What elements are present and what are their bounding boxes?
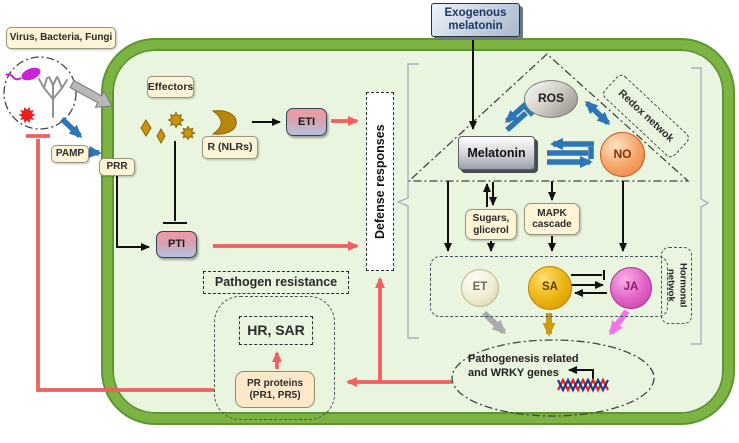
melatonin-box: Melatonin [458,136,535,170]
virus-icon [18,106,36,124]
exogenous-melatonin-box: Exogenous melatonin [431,3,520,37]
no-node: NO [600,132,645,177]
pathogen-resistance-group [214,296,335,420]
pathogen-circle-outline [3,56,77,130]
mapk-cascade-box: MAPK cascade [524,203,580,235]
bacterium-icon [21,67,41,81]
pathogen-icons [5,67,113,124]
exogenous-line1: Exogenous [444,6,507,19]
pr-proteins-line2: (PR1, PR5) [249,389,301,401]
exogenous-line2: melatonin [448,20,503,32]
hr-sar-box: HR, SAR [239,316,313,345]
pti-box: PTI [156,231,197,258]
genes-label: Pathogenesis related and WRKY genes [468,353,579,380]
pathogen-resistance-label: Pathogen resistance [203,271,349,294]
et-node: ET [461,269,499,307]
pamp-label: PAMP [51,145,89,163]
arrow-pamp-release [60,117,83,139]
effectors-label: Effectors [147,76,194,98]
ros-node: ROS [524,80,578,118]
sugars-glycerol-box: Sugars, glicerol [465,209,517,240]
prr-label: PRR [99,158,135,176]
pr-proteins-box: PR proteins (PR1, PR5) [235,371,315,408]
defense-responses-box: Defense responses [366,92,394,271]
mapk-line2: cascade [532,219,572,230]
mapk-line1: MAPK [537,207,567,219]
r-nlrs-label: R (NLRs) [202,136,258,159]
bacterium-flagellum-icon [5,73,22,81]
sugars-line2: glicerol [473,224,509,236]
sa-node: SA [528,266,572,310]
pr-proteins-line1: PR proteins [246,378,304,389]
sugars-line1: Sugars, [472,213,510,224]
eti-box: ETI [286,108,327,136]
pathogens-label: Virus, Bacteria, Fungi [6,27,116,49]
fungus-hyphae-icon [38,76,68,118]
ja-node: JA [610,267,652,309]
hormonal-network-label: Hormonal netwok [661,247,692,324]
